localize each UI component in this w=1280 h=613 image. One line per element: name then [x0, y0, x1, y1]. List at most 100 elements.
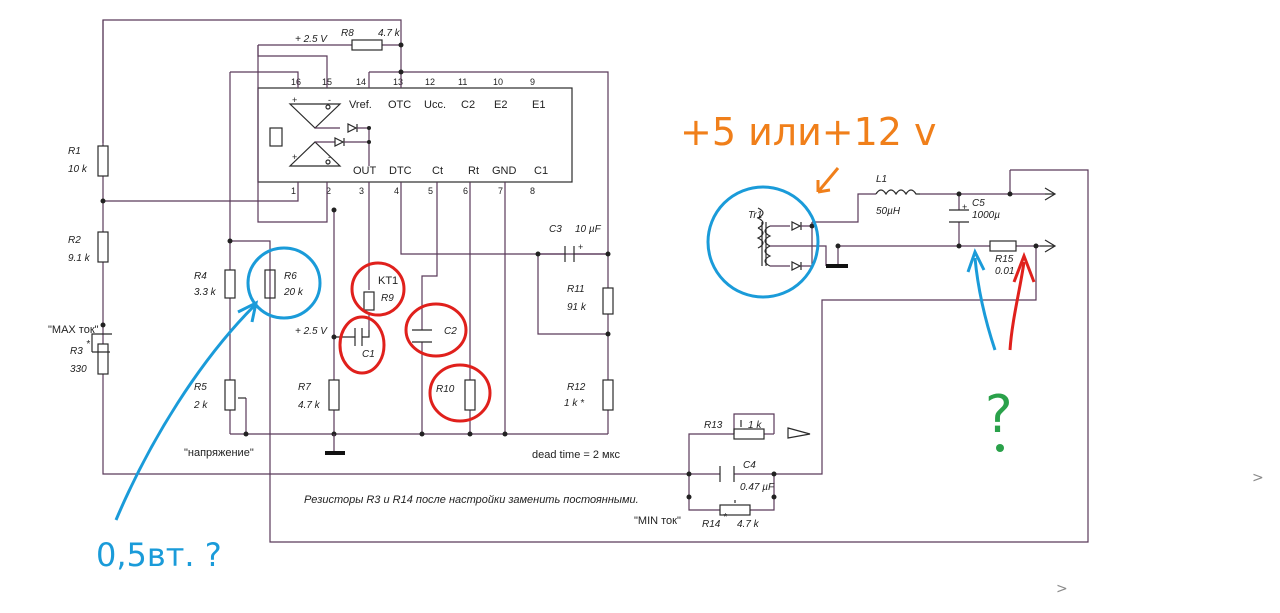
r12-value: 1 k *	[564, 398, 585, 409]
c5-label: C5	[972, 198, 985, 209]
kt1-label: KT1	[378, 275, 398, 287]
min-current-label: "MIN ток"	[634, 515, 681, 527]
chip-pin-7: 7	[498, 186, 503, 196]
r7-label: R7	[298, 382, 311, 393]
r1-label: R1	[68, 146, 81, 157]
r15-value: 0.01	[995, 266, 1014, 277]
pwm-controller-chip: 16 15 14 13 12 11 10 9 1 2 3 4 5 6 7 8 V…	[257, 77, 573, 196]
chip-pin-12: 12	[425, 77, 435, 87]
chip-pin-5: 5	[428, 186, 433, 196]
chip-pin-4: 4	[394, 186, 399, 196]
ground-symbol-left	[325, 451, 345, 455]
max-current-label: "MAX ток"	[48, 324, 99, 336]
r4-label: R4	[194, 271, 207, 282]
chip-label-vref: Vref.	[349, 99, 372, 111]
dead-time-label: dead time = 2 мкс	[532, 449, 621, 461]
r12-label: R12	[567, 382, 586, 393]
resistor-r14	[719, 504, 751, 516]
chip-pin-14: 14	[356, 77, 366, 87]
c1-highlight-circle	[338, 315, 386, 375]
red-arrow-r15	[1008, 261, 1026, 351]
svg-text:+: +	[962, 202, 967, 212]
r13-value: 1 k	[748, 420, 762, 431]
resistor-r7	[328, 379, 340, 411]
resistor-r1	[97, 145, 109, 177]
chip-pin-1: 1	[291, 186, 296, 196]
r14-label: R14	[702, 519, 721, 530]
resistor-r12	[602, 379, 614, 411]
l1-label: L1	[876, 174, 887, 185]
svg-text:+: +	[292, 95, 297, 105]
c1-label: C1	[362, 349, 375, 360]
chip-label-e2: E2	[494, 99, 507, 111]
output-minus-arrow	[1040, 239, 1057, 253]
resistor-r2	[97, 231, 109, 263]
c2-label: C2	[444, 326, 457, 337]
components: R8 4.7 k + 2.5 V R1 10 k R2 9.1 k "MAX т…	[48, 28, 1057, 530]
r14-value: 4.7 k	[737, 519, 760, 530]
internal-block	[269, 127, 283, 147]
r8-label: R8	[341, 28, 354, 39]
r11-value: 91 k	[567, 302, 587, 313]
r6-highlight-circle	[246, 246, 322, 320]
chip-pin-13: 13	[393, 77, 403, 87]
r14-star: *	[723, 512, 728, 523]
chevron-right-icon-lower[interactable]: >	[1056, 581, 1068, 597]
resistor-r15	[989, 240, 1017, 252]
transformer-highlight-circle	[706, 185, 820, 299]
chip-label-e1: E1	[532, 99, 545, 111]
svg-text:+: +	[292, 152, 297, 162]
chip-pin-10: 10	[493, 77, 503, 87]
chip-pin-16: 16	[291, 77, 301, 87]
r9-highlight-circle	[350, 261, 406, 317]
r10-highlight-circle	[428, 363, 492, 423]
chip-label-rt: Rt	[468, 165, 479, 177]
svg-text:-: -	[328, 95, 331, 105]
chip-label-c2: C2	[461, 99, 475, 111]
r2-value: 9.1 k	[68, 253, 91, 264]
ground-symbol-right	[826, 264, 848, 268]
chip-label-dtc: DTC	[389, 165, 412, 177]
c3-label: C3	[549, 224, 562, 235]
chip-pin-9: 9	[530, 77, 535, 87]
chevron-right-icon-upper[interactable]: >	[1252, 470, 1264, 486]
orange-arrow	[816, 167, 840, 194]
c2-highlight-circle	[404, 302, 468, 358]
output-triangle	[787, 427, 811, 439]
chip-pin-6: 6	[463, 186, 468, 196]
chip-pin-3: 3	[359, 186, 364, 196]
annotations: +5 или+12 v 0,5вт. ? ?	[96, 110, 1036, 574]
chip-body	[257, 87, 573, 183]
chip-pin-8: 8	[530, 186, 535, 196]
vref-mid-label: + 2.5 V	[295, 326, 328, 337]
tr1-label: Tr1	[748, 210, 762, 221]
resistor-r3	[97, 343, 109, 375]
r3-label: R3	[70, 346, 83, 357]
wires	[102, 19, 1089, 543]
svg-text:-: -	[328, 152, 331, 162]
chip-label-ct: Ct	[432, 165, 443, 177]
resistor-r10	[464, 379, 476, 411]
r13-label: R13	[704, 420, 723, 431]
r11-label: R11	[567, 284, 585, 295]
output-plus-arrow	[1044, 187, 1057, 201]
resistor-r5	[224, 379, 236, 411]
resistor-r9	[363, 291, 375, 311]
error-amplifier-2: + -	[288, 141, 342, 167]
junction-dots	[100, 42, 1039, 500]
resistor-r8	[351, 39, 383, 51]
chip-pin-11: 11	[458, 77, 467, 87]
l1-value: 50µH	[876, 206, 901, 217]
c4-label: C4	[743, 460, 756, 471]
c3-value: 10 µF	[575, 224, 602, 235]
question-annotation: ?	[985, 385, 1013, 445]
voltage-annotation: +5 или+12 v	[680, 110, 937, 154]
voltage-adjust-label: "напряжение"	[184, 447, 254, 459]
r9-label: R9	[381, 293, 394, 304]
r10-label: R10	[436, 384, 455, 395]
error-amplifier-1: + -	[288, 95, 342, 129]
r8-value: 4.7 k	[378, 28, 401, 39]
r3-value: 330	[70, 364, 87, 375]
r5-label: R5	[194, 382, 207, 393]
